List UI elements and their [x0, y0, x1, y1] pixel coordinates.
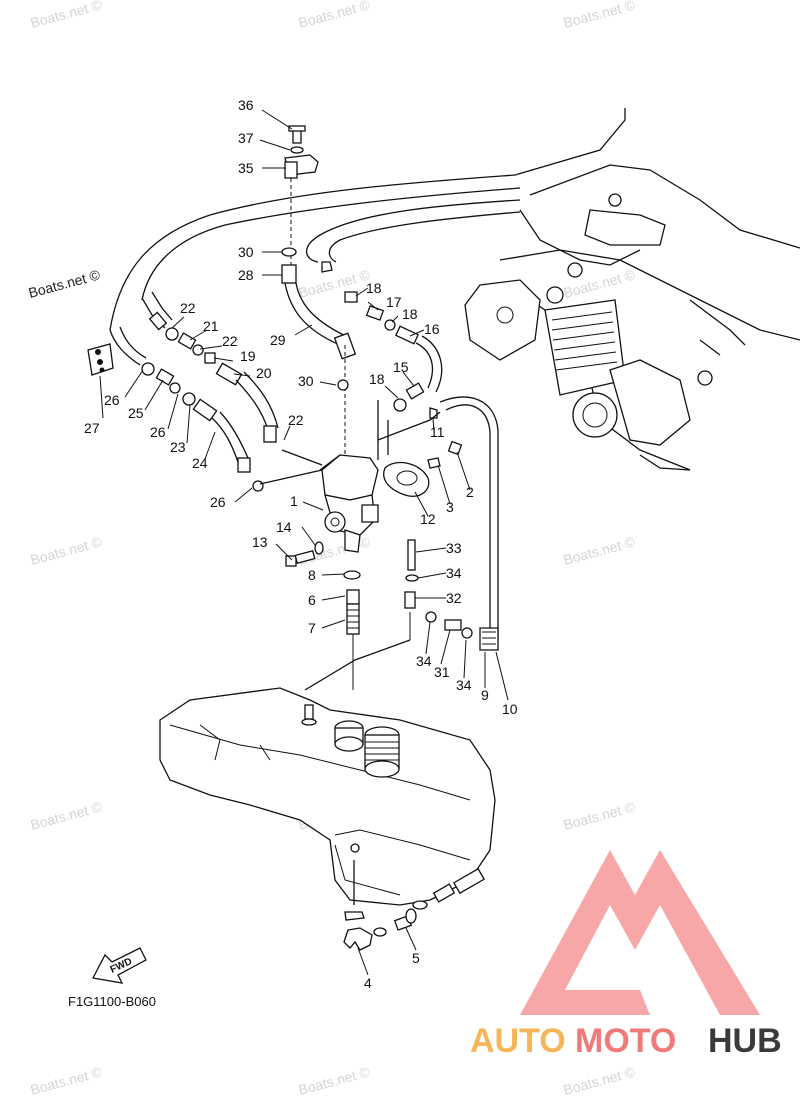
- label-24: 24: [192, 455, 208, 471]
- label-11: 11: [430, 424, 445, 440]
- label-34c: 34: [456, 677, 472, 693]
- watermark-dark: Boats.net ©: [27, 266, 103, 301]
- label-26a: 26: [104, 392, 120, 408]
- fwd-arrow: FWD: [92, 947, 147, 984]
- watermark: Boats.net ©: [562, 1063, 638, 1098]
- long-hoses: [109, 174, 521, 331]
- label-30b: 30: [298, 373, 314, 389]
- left-hose-upper: [141, 291, 279, 443]
- label-29: 29: [270, 332, 286, 348]
- engine-block: [464, 108, 800, 471]
- label-20: 20: [256, 365, 272, 381]
- watermark: Boats.net ©: [562, 0, 638, 31]
- label-27: 27: [84, 420, 100, 436]
- label-17: 17: [386, 294, 402, 310]
- label-7: 7: [308, 620, 316, 636]
- leader-lines: [99, 109, 509, 976]
- watermark: Boats.net ©: [297, 266, 373, 301]
- watermark: Boats.net ©: [297, 1063, 373, 1098]
- label-5: 5: [412, 950, 420, 966]
- label-37: 37: [238, 130, 254, 146]
- logo-text-auto: AUTO: [470, 1022, 566, 1060]
- label-19: 19: [240, 348, 256, 364]
- return-hose: [304, 396, 499, 691]
- watermark: Boats.net ©: [29, 533, 105, 568]
- hose-29-group: [281, 247, 357, 360]
- logo-text-hub: HUB: [708, 1022, 782, 1060]
- label-14: 14: [276, 519, 292, 535]
- label-26b: 26: [150, 424, 166, 440]
- label-4: 4: [364, 975, 372, 991]
- fuel-tank: [159, 687, 496, 921]
- logo-triangle-mark: [520, 850, 760, 1015]
- label-32: 32: [446, 590, 462, 606]
- watermark: Boats.net ©: [562, 533, 638, 568]
- label-18a: 18: [366, 280, 382, 296]
- drawing-code: F1G1100-B060: [68, 994, 156, 1009]
- label-3: 3: [446, 499, 454, 515]
- watermark: Boats.net ©: [562, 798, 638, 833]
- label-2: 2: [466, 484, 474, 500]
- label-28: 28: [238, 267, 254, 283]
- hose-clip-27: [87, 343, 114, 376]
- label-34a: 34: [446, 565, 462, 581]
- watermark: Boats.net ©: [29, 1063, 105, 1098]
- label-15: 15: [393, 359, 409, 375]
- label-18b: 18: [402, 306, 418, 322]
- label-13: 13: [252, 534, 268, 550]
- label-23: 23: [170, 439, 186, 455]
- label-31: 31: [434, 664, 450, 680]
- watermark: Boats.net ©: [29, 0, 105, 31]
- right-hose-group: [344, 291, 443, 419]
- automotohub-logo: AUTO MOTO HUB: [470, 850, 782, 1060]
- fuel-pump: [259, 345, 441, 553]
- pump-fasteners: [285, 541, 361, 690]
- gasket-12: [383, 440, 463, 497]
- label-8: 8: [308, 567, 316, 583]
- label-9: 9: [481, 687, 489, 703]
- left-hose-lower: [109, 326, 264, 492]
- label-12: 12: [420, 511, 436, 527]
- label-30a: 30: [238, 244, 254, 260]
- label-34b: 34: [416, 653, 432, 669]
- watermark: Boats.net ©: [297, 0, 373, 31]
- label-35: 35: [238, 160, 254, 176]
- fuel-filter-bracket: [284, 125, 319, 265]
- part-labels: 36 37 35 30 28 29 18 17 18 16 15 18 30 2…: [84, 97, 518, 991]
- label-18c: 18: [369, 371, 385, 387]
- watermark: Boats.net ©: [29, 798, 105, 833]
- label-10: 10: [502, 701, 518, 717]
- label-25: 25: [128, 405, 144, 421]
- label-21: 21: [203, 318, 219, 334]
- label-6: 6: [308, 592, 316, 608]
- watermarks: Boats.net © Boats.net © Boats.net © Boat…: [29, 0, 638, 1098]
- label-22a: 22: [180, 300, 196, 316]
- label-16: 16: [424, 321, 440, 337]
- label-33: 33: [446, 540, 462, 556]
- logo-text-moto: MOTO: [575, 1022, 676, 1060]
- watermark: Boats.net ©: [297, 533, 373, 568]
- label-36: 36: [238, 97, 254, 113]
- label-22b: 22: [222, 333, 238, 349]
- tank-fittings: [343, 908, 417, 951]
- label-26c: 26: [210, 494, 226, 510]
- label-22c: 22: [288, 412, 304, 428]
- label-1: 1: [290, 493, 298, 509]
